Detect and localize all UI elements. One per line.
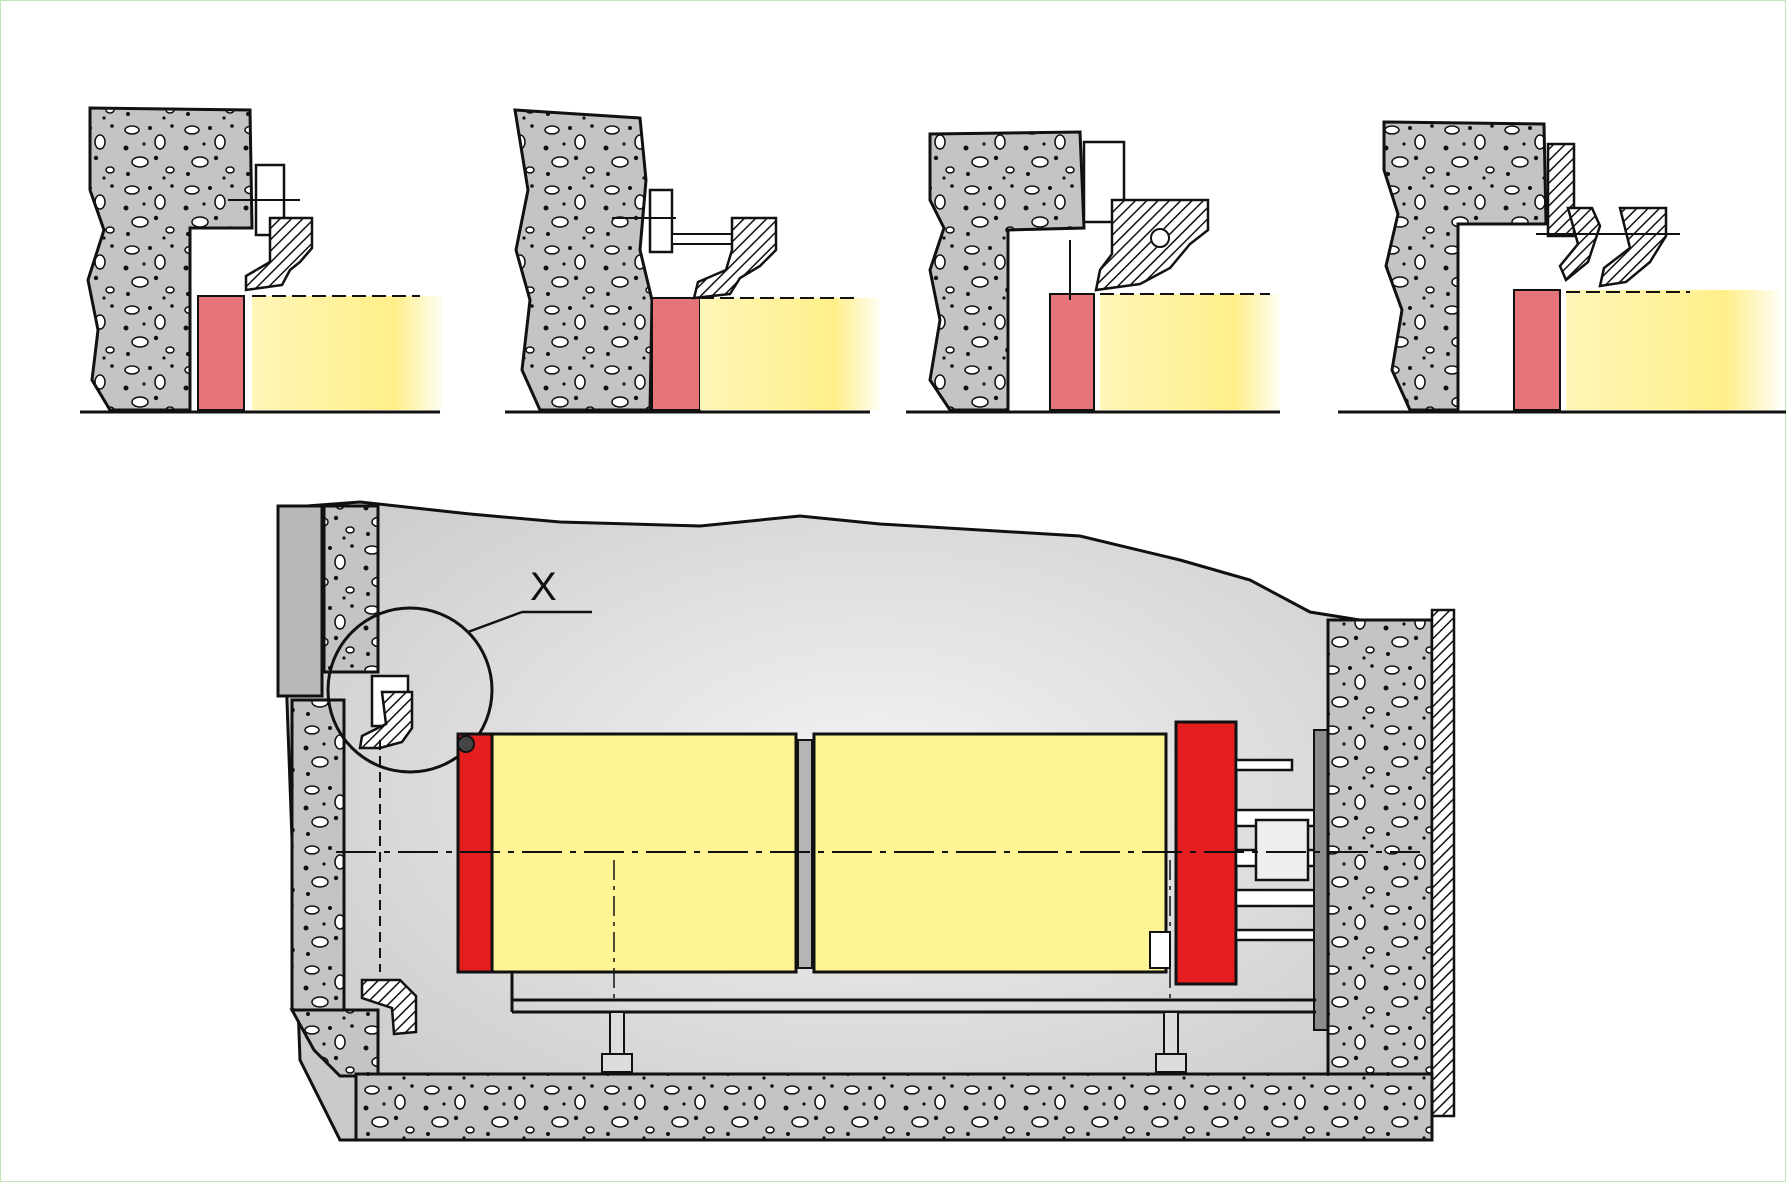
left-lower-wall [290, 698, 346, 1012]
lower-seal [360, 978, 418, 1036]
shield-segment [651, 297, 701, 411]
flange-plate [1082, 140, 1126, 224]
left-upper-wall [322, 504, 380, 674]
pipe-section [1566, 290, 1780, 410]
rubber-seal [1094, 198, 1210, 292]
wall-plate [276, 504, 324, 698]
shield-segment [1049, 293, 1095, 411]
pipe-joint [797, 739, 813, 969]
detail-3 [906, 130, 1280, 414]
pipe-section [1100, 294, 1280, 410]
rubber-seal [1598, 206, 1668, 288]
pipe-section [252, 296, 442, 410]
hydraulic-jacks [1234, 758, 1326, 942]
rail-support [1163, 1011, 1179, 1057]
detail-2 [505, 108, 880, 414]
flange-plate [648, 188, 674, 254]
right-wall [1326, 618, 1434, 1078]
concrete-wall [513, 108, 654, 412]
concrete-wall [86, 106, 254, 412]
pipe-section [700, 298, 880, 410]
detail-4 [1338, 120, 1786, 414]
base-slab [354, 1072, 1434, 1142]
thrust-plate [1313, 729, 1329, 1031]
flange-plate [1546, 142, 1576, 238]
extension-rod [671, 233, 735, 245]
shield-segment [197, 295, 245, 411]
detail-callout-circle [326, 606, 494, 774]
rubber-seal [244, 216, 314, 292]
shield-segment [1513, 289, 1561, 411]
callout-label: X [530, 565, 557, 609]
concrete-wall [1382, 120, 1548, 412]
rubber-seal [1558, 206, 1602, 283]
jack-ring [1149, 931, 1171, 969]
launch-shaft: X [276, 500, 1456, 1142]
detail-1 [80, 106, 442, 414]
right-sheet-pile [1430, 608, 1456, 1118]
rubber-seal [692, 216, 778, 300]
rail-support [609, 1011, 625, 1057]
